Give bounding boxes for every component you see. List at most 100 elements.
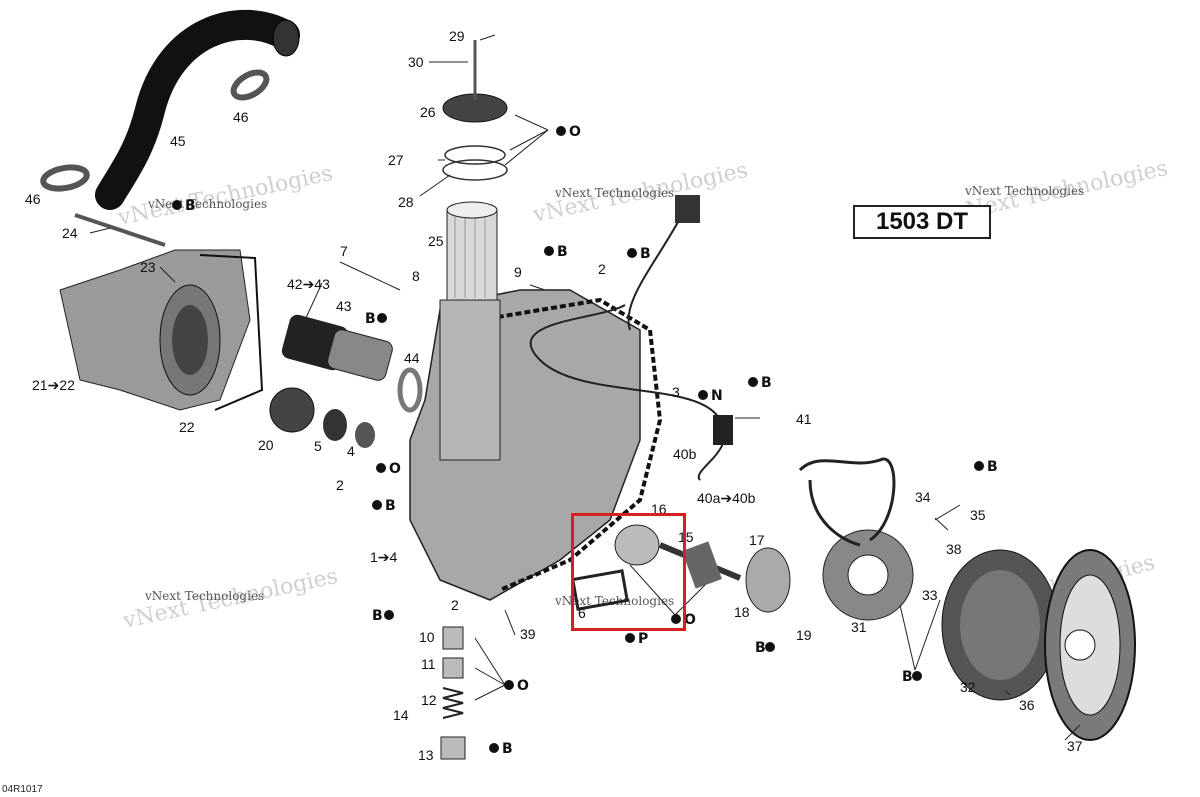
- callout-26: 26: [420, 104, 436, 120]
- callout-6: 6: [578, 605, 586, 621]
- lube-mark-b: B: [755, 640, 775, 656]
- callout-20: 20: [258, 437, 274, 453]
- lube-mark-b: B: [748, 375, 772, 391]
- callout-23: 23: [140, 259, 156, 275]
- hose-clamp: [40, 164, 90, 192]
- callout-27: 27: [388, 152, 404, 168]
- svg-text:B: B: [185, 198, 196, 214]
- connector: [675, 195, 700, 223]
- svg-text:B: B: [372, 608, 383, 624]
- callout-3: 3: [672, 384, 680, 400]
- hose-clamp: [230, 69, 270, 101]
- highlight-box: [571, 513, 686, 631]
- rotor: [941, 549, 1059, 701]
- lube-mark-b: B: [372, 608, 394, 624]
- callout-40b: 40b: [673, 446, 697, 462]
- seal: [355, 422, 375, 448]
- o-ring: [442, 159, 508, 181]
- callout-12: 12: [421, 692, 437, 708]
- lube-mark-p: P: [625, 631, 648, 647]
- lube-mark-b: B: [544, 244, 568, 260]
- lube-mark-b: B: [372, 498, 396, 514]
- lube-mark-b: B: [627, 246, 651, 262]
- svg-text:O: O: [684, 612, 696, 628]
- svg-text:P: P: [638, 631, 648, 647]
- callout-2: 2: [451, 597, 459, 613]
- callout-31: 31: [851, 619, 867, 635]
- callout-22: 22: [179, 419, 195, 435]
- svg-text:B: B: [502, 741, 513, 757]
- callout-40a: 40a➔40b: [697, 490, 756, 506]
- magneto-housing: [409, 289, 663, 601]
- water-pump-shaft: [281, 314, 393, 381]
- bushing: [614, 524, 660, 566]
- svg-text:B: B: [902, 669, 913, 685]
- reference-code: 04R1017: [2, 784, 43, 795]
- hose-end: [272, 19, 300, 57]
- callout-29: 29: [449, 28, 465, 44]
- callout-25: 25: [428, 233, 444, 249]
- impeller: [269, 387, 315, 433]
- callout-43: 43: [336, 298, 352, 314]
- watermark-small: vNext Technologies: [554, 186, 674, 200]
- watermark-small: vNext Technologies: [964, 184, 1084, 198]
- callout-46: 46: [233, 109, 249, 125]
- callout-38: 38: [946, 541, 962, 557]
- svg-text:O: O: [389, 461, 401, 477]
- watermark-small: vNext Technologies: [554, 594, 674, 608]
- callout-2: 2: [598, 261, 606, 277]
- o-ring: [444, 145, 506, 165]
- oil-filter: [446, 201, 498, 301]
- callout-35: 35: [970, 507, 986, 523]
- lube-mark-n: N: [698, 388, 723, 404]
- callout-37: 37: [1067, 738, 1083, 754]
- svg-text:O: O: [517, 678, 529, 694]
- callout-14: 14: [393, 707, 409, 723]
- callout-34: 34: [915, 489, 931, 505]
- svg-text:N: N: [711, 388, 723, 404]
- svg-text:B: B: [987, 459, 998, 475]
- ring-gear: [1044, 549, 1136, 741]
- callout-19: 19: [796, 627, 812, 643]
- callout-24: 24: [62, 225, 78, 241]
- callout-46: 46: [25, 191, 41, 207]
- watermark-small: vNext Technologies: [144, 589, 264, 603]
- stator: [822, 529, 914, 621]
- water-pump-housing: [59, 249, 264, 411]
- svg-text:B: B: [761, 375, 772, 391]
- callout-4: 4: [347, 443, 355, 459]
- callout-41: 41: [796, 411, 812, 427]
- lube-mark-b: B: [489, 741, 513, 757]
- sensor: [713, 415, 733, 445]
- lube-mark-b: B: [974, 459, 998, 475]
- leader-lines: [89, 34, 1081, 741]
- hose-clamp: [397, 367, 423, 413]
- callout-5: 5: [314, 438, 322, 454]
- svg-text:B: B: [755, 640, 766, 656]
- callout-9: 9: [514, 264, 522, 280]
- callout-18: 18: [734, 604, 750, 620]
- svg-text:B: B: [365, 311, 376, 327]
- lube-mark-b: B: [365, 311, 387, 327]
- callouts: 1➔4 2 2 2 3 4 5 6 7 8 9 10 11 12 13 14 1…: [25, 28, 1083, 763]
- watermark-small: vNext Technologies: [147, 197, 267, 211]
- svg-text:O: O: [569, 124, 581, 140]
- callout-44: 44: [404, 350, 420, 366]
- callout-13: 13: [418, 747, 434, 763]
- drive-gear: [682, 541, 722, 589]
- gasket: [571, 569, 629, 611]
- callout-11: 11: [421, 656, 436, 672]
- lube-mark-b: B: [902, 669, 922, 685]
- callout-45: 45: [170, 133, 186, 149]
- callout-36: 36: [1019, 697, 1035, 713]
- model-label: 1503 DT: [853, 205, 991, 239]
- callout-1: 1➔4: [370, 549, 398, 565]
- lube-marks: O B B B B N B O B B B P O B B O B: [172, 124, 998, 757]
- callout-42: 42➔43: [287, 276, 330, 292]
- cover-plate: [745, 547, 791, 613]
- lube-mark-b: B: [172, 198, 196, 214]
- stator-wire: [798, 457, 896, 547]
- valve-stack: [440, 626, 466, 760]
- svg-text:B: B: [640, 246, 651, 262]
